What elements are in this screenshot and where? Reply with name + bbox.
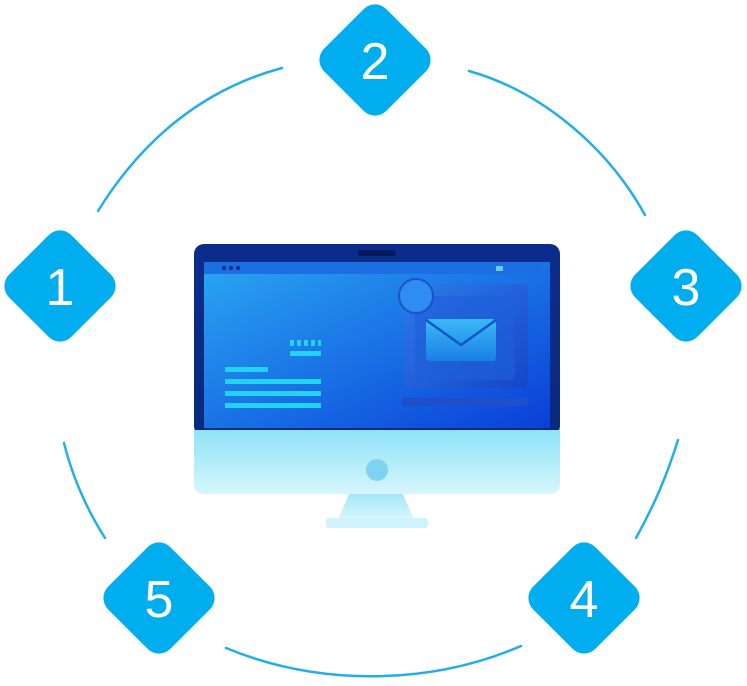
ring-arc-1-2 bbox=[96, 66, 284, 213]
monitor-stand-base bbox=[326, 518, 428, 528]
step-badge-3: 3 bbox=[630, 230, 742, 342]
menu-icon bbox=[496, 266, 503, 271]
window-dot-1 bbox=[221, 265, 227, 271]
step-badge-1: 1 bbox=[4, 230, 116, 342]
ring-arc-5-1 bbox=[62, 441, 107, 540]
window-dot-2 bbox=[228, 265, 234, 271]
envelope-icon bbox=[398, 278, 528, 406]
ring-arc-2-3 bbox=[467, 69, 647, 217]
monitor-stand bbox=[338, 492, 414, 520]
screen-text-lines bbox=[225, 340, 321, 408]
notification-dot bbox=[398, 278, 434, 314]
step-badge-5: 5 bbox=[103, 542, 215, 654]
window-dot-3 bbox=[235, 265, 241, 271]
monitor-logo bbox=[366, 459, 388, 481]
cycle-ring bbox=[62, 66, 680, 678]
step-number-4: 4 bbox=[570, 571, 599, 629]
mail-caption-bar bbox=[402, 398, 528, 406]
monitor-camera bbox=[358, 250, 396, 256]
step-badge-2: 2 bbox=[319, 4, 431, 116]
step-number-1: 1 bbox=[46, 259, 75, 317]
ring-arc-3-4 bbox=[634, 438, 680, 540]
ring-arc-4-5 bbox=[224, 644, 523, 678]
step-number-2: 2 bbox=[361, 33, 390, 91]
step-badge-4: 4 bbox=[528, 542, 640, 654]
browser-top-bar bbox=[204, 262, 542, 274]
step-number-3: 3 bbox=[672, 259, 701, 317]
step-number-5: 5 bbox=[145, 571, 174, 629]
desktop-monitor-icon bbox=[194, 244, 560, 528]
